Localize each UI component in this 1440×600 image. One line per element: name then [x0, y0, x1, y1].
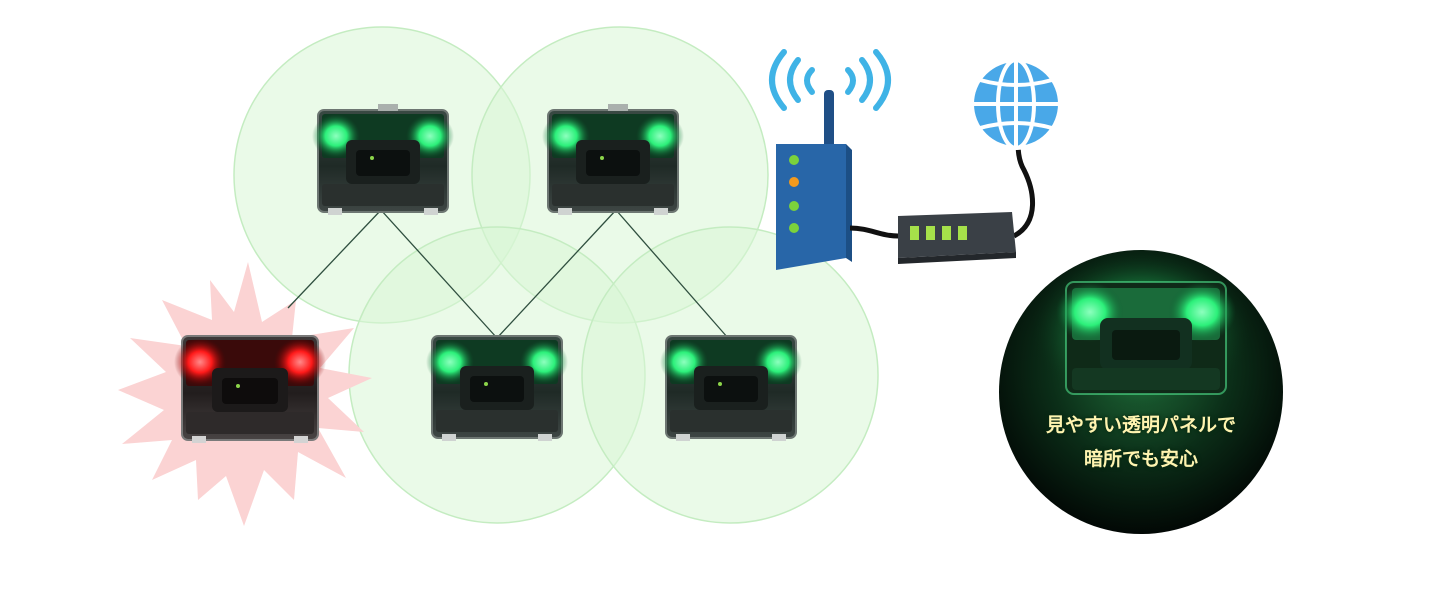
network-cable [1014, 140, 1033, 236]
callout-caption: 見やすい透明パネルで 暗所でも安心 [1000, 408, 1282, 476]
sensor-device-icon [660, 336, 802, 441]
globe-icon [972, 60, 1060, 148]
callout-caption-line1: 見やすい透明パネルで [1000, 408, 1282, 442]
sensor-device-closeup-icon [1056, 282, 1236, 394]
callout-panel [999, 250, 1283, 534]
sensor-device-icon [312, 104, 454, 215]
wifi-router-icon [776, 90, 852, 270]
sensor-device-icon [542, 104, 684, 215]
network-hub-icon [898, 212, 1016, 264]
callout-caption-line2: 暗所でも安心 [1000, 442, 1282, 476]
sensor-device-icon [426, 336, 568, 441]
network-cable [850, 228, 898, 236]
sensor-device-alert-icon [174, 336, 326, 443]
